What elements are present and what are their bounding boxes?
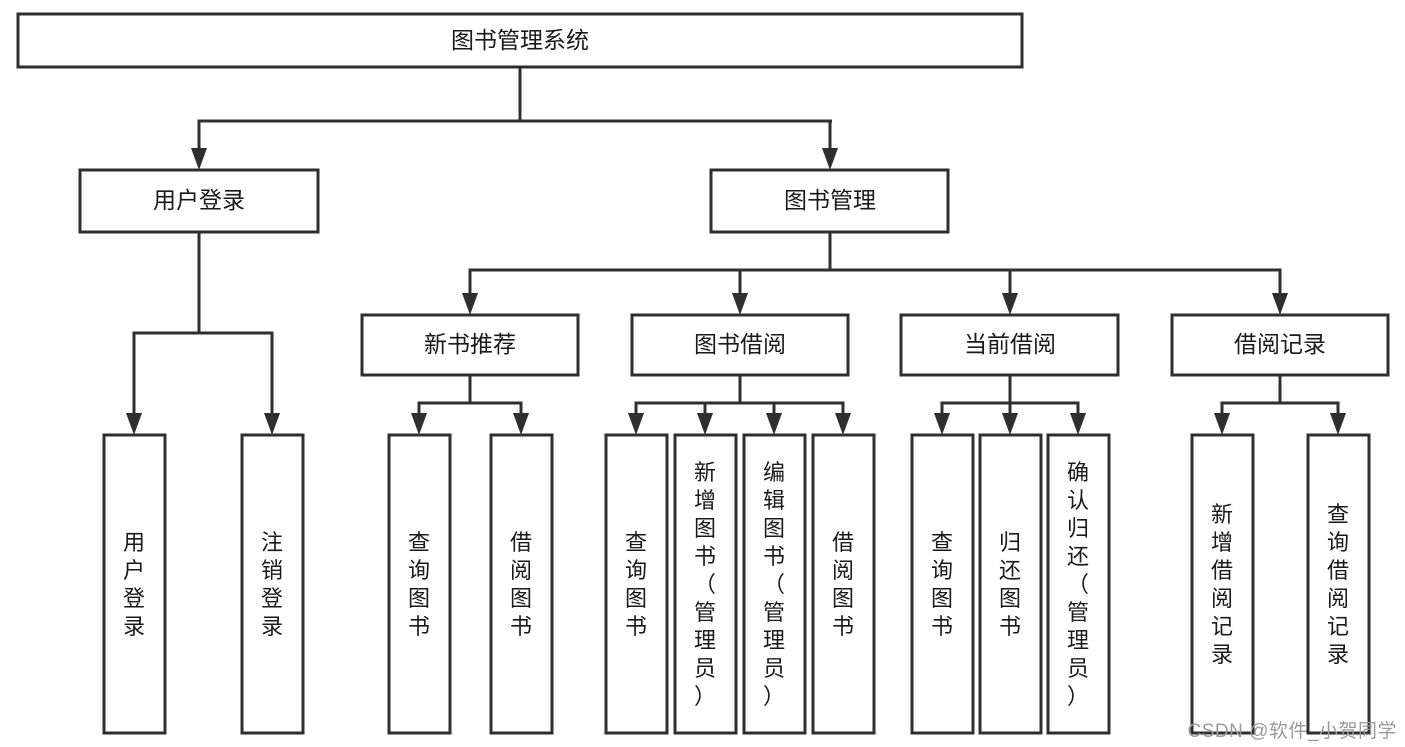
connector-newbook-to-leaves [411,373,529,435]
leaf-query-borrow-record[interactable]: 查询借阅记录 [1306,433,1371,735]
node-user-login[interactable]: 用户登录 [78,168,320,234]
leaf-label: 注销登录 [261,530,283,639]
arrow-head-icon [1070,413,1086,435]
leaf-label: 查询图书 [931,530,953,639]
leaf-user-login[interactable]: 用户登录 [102,433,167,735]
arrow-head-icon [264,413,280,435]
node-root[interactable]: 图书管理系统 [16,12,1024,69]
arrow-head-icon [732,293,748,315]
arrow-head-icon [1214,413,1230,435]
root-box[interactable] [16,12,1024,69]
connector-bookmanage-to-level3 [462,230,1288,315]
leaf-label: 确认归还（管理员） [1067,460,1089,709]
borrow-record-box[interactable] [1170,313,1390,377]
leaf-box[interactable] [240,433,305,735]
leaf-label: 新增借阅记录 [1211,502,1233,667]
leaf-label: 查询借阅记录 [1327,502,1349,667]
node-book-borrow[interactable]: 图书借阅 [630,313,850,377]
borrow-record-label: 借阅记录 [1234,331,1326,357]
leaf-query-book-borrow[interactable]: 查询图书 [604,433,669,735]
user-login-label: 用户登录 [153,187,245,213]
root-label: 图书管理系统 [451,27,589,53]
leaf-add-book-admin[interactable]: 新增图书（管理员） [673,433,738,735]
arrow-head-icon [191,148,207,170]
arrow-head-icon [1002,293,1018,315]
connector-currentborrow-to-leaves [934,373,1086,435]
leaf-label: 用户登录 [123,530,145,639]
arrow-head-icon [628,413,644,435]
bar-mask [832,114,1292,128]
node-book-manage[interactable]: 图书管理 [709,168,950,234]
leaf-borrow-book[interactable]: 借阅图书 [811,433,876,735]
arrow-head-icon [513,413,529,435]
leaf-box[interactable] [1190,433,1255,735]
user-login-box[interactable] [78,168,320,234]
current-borrow-label: 当前借阅 [964,331,1056,357]
leaf-query-book-current[interactable]: 查询图书 [910,433,975,735]
leaf-label: 查询图书 [625,530,647,639]
connector-bookborrow-to-leaves [628,373,851,435]
arrow-head-icon [934,413,950,435]
leaf-query-book-newbook[interactable]: 查询图书 [387,433,452,735]
leaf-borrow-book-newbook[interactable]: 借阅图书 [489,433,554,735]
leaf-label: 借阅图书 [832,530,854,639]
node-new-book-recommend[interactable]: 新书推荐 [360,313,580,377]
leaf-box[interactable] [811,433,876,735]
leaf-box[interactable] [489,433,554,735]
leaf-label: 借阅图书 [510,530,532,639]
leaf-box[interactable] [673,433,738,735]
new-book-recommend-label: 新书推荐 [424,331,516,357]
connector-borrowrecord-to-leaves [1214,373,1346,435]
arrow-head-icon [697,413,713,435]
arrow-head-icon [126,413,142,435]
arrow-head-icon [822,148,838,170]
arrow-head-icon [1002,413,1018,435]
node-current-borrow[interactable]: 当前借阅 [899,313,1120,377]
book-manage-box[interactable] [709,168,950,234]
leaf-label: 归还图书 [999,530,1021,639]
book-borrow-label: 图书借阅 [694,331,786,357]
leaf-add-borrow-record[interactable]: 新增借阅记录 [1190,433,1255,735]
node-borrow-record[interactable]: 借阅记录 [1170,313,1390,377]
leaf-box[interactable] [1046,433,1111,735]
leaf-box[interactable] [387,433,452,735]
leaf-label: 编辑图书（管理员） [763,460,785,709]
leaf-logout[interactable]: 注销登录 [240,433,305,735]
leaf-confirm-return-admin[interactable]: 确认归还（管理员） [1046,433,1111,735]
leaf-box[interactable] [978,433,1043,735]
leaf-label: 新增图书（管理员） [694,460,716,709]
arrow-head-icon [462,293,478,315]
arrow-head-icon [1272,293,1288,315]
arrow-head-icon [766,413,782,435]
leaf-label: 查询图书 [408,530,430,639]
arrow-head-icon [411,413,427,435]
arrow-head-icon [835,413,851,435]
book-borrow-box[interactable] [630,313,850,377]
leaf-box[interactable] [1306,433,1371,735]
arrow-head-icon [1330,413,1346,435]
leaf-box[interactable] [102,433,167,735]
leaf-return-book[interactable]: 归还图书 [978,433,1043,735]
leaf-box[interactable] [742,433,807,735]
leaf-box[interactable] [604,433,669,735]
leaf-box[interactable] [910,433,975,735]
connector-userlogin-to-leaves [126,230,280,435]
current-borrow-box[interactable] [899,313,1120,377]
leaf-edit-book-admin[interactable]: 编辑图书（管理员） [742,433,807,735]
book-manage-label: 图书管理 [784,187,876,213]
